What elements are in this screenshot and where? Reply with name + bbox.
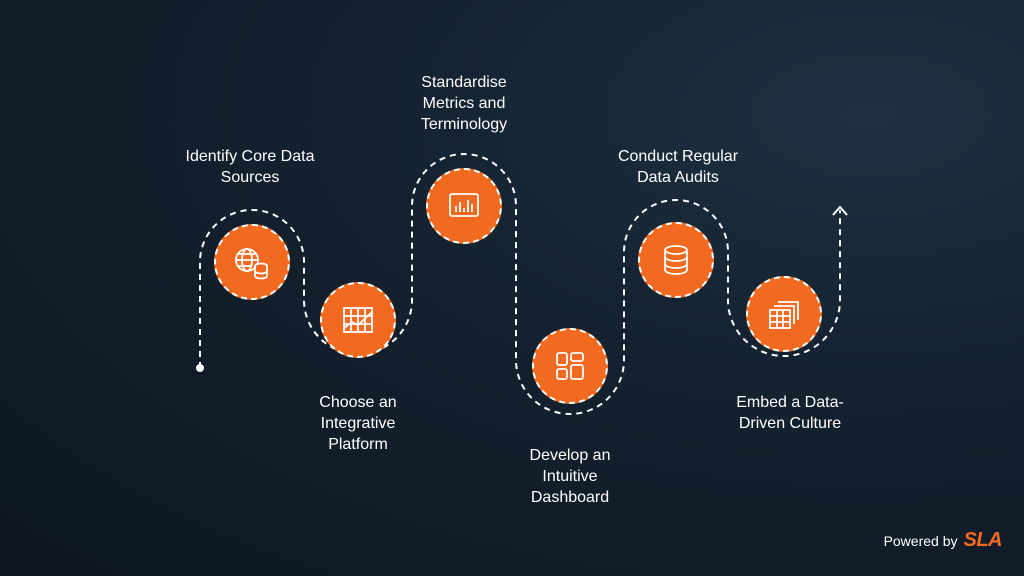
path-end-arrow-icon [832,205,848,216]
step-5-node [638,222,714,298]
step-1-label: Identify Core Data Sources [185,148,315,186]
powered-by-footer: Powered by SLA [883,529,1003,552]
step-3-label: Standardise Metrics and Terminology [420,74,508,133]
path-start-dot [196,364,204,372]
step-4-label: Develop an Intuitive Dashboard [529,447,611,506]
dashed-wave-line [199,153,841,415]
dashboard-blocks-icon [556,352,584,380]
step-5-label: Conduct Regular Data Audits [617,148,739,186]
bar-chart-monitor-icon [449,193,479,217]
step-1-node [214,224,290,300]
brand-logo: SLA [963,529,1003,551]
grid-chart-icon [343,307,373,333]
step-2-label: Choose an Integrative Platform [319,394,397,453]
stacked-table-icon [769,301,799,329]
globe-database-icon [235,248,268,280]
step-6-label: Embed a Data- Driven Culture [736,394,844,432]
database-icon [664,245,688,275]
step-6-node [746,276,822,352]
powered-by-text: Powered by [883,532,958,549]
step-2-node [320,282,396,358]
step-4-node [532,328,608,404]
step-3-node [426,168,502,244]
